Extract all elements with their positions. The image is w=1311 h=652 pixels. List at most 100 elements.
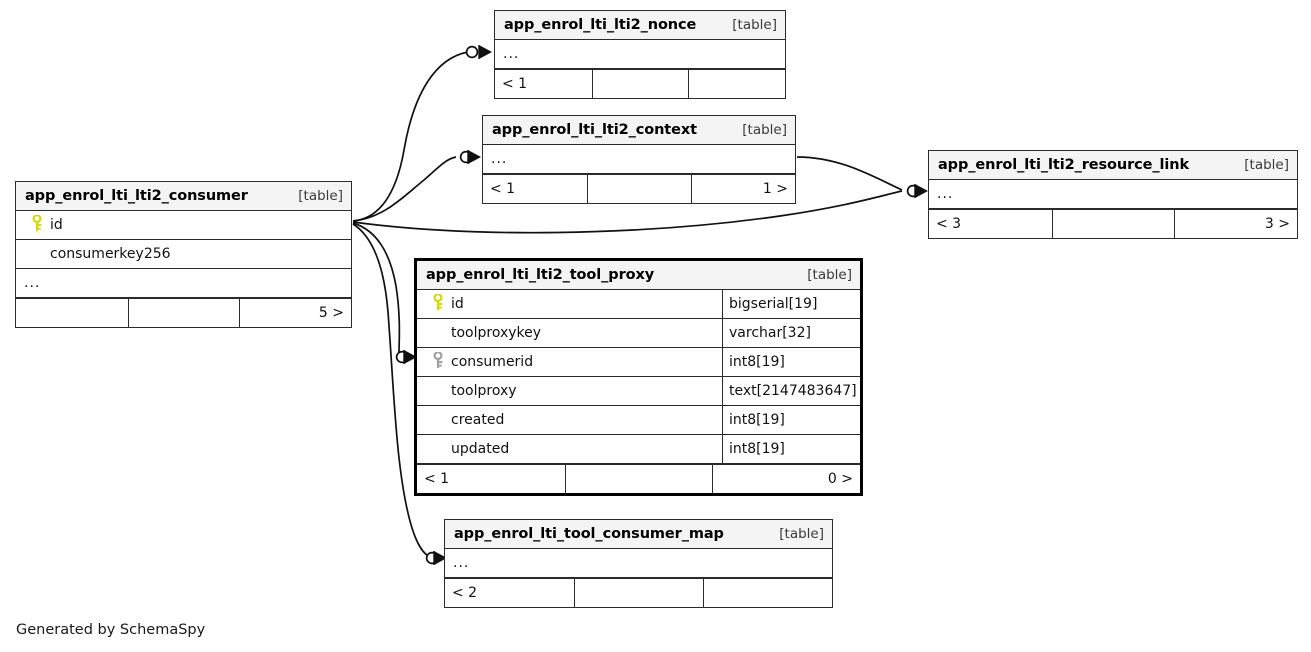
table-resource_link[interactable]: app_enrol_lti_lti2_resource_link [table].… xyxy=(928,150,1298,239)
footer-cell xyxy=(564,465,713,493)
primary-key-icon xyxy=(31,213,43,236)
footer-cell: < 1 xyxy=(502,76,528,92)
footer-cell: < 1 xyxy=(424,471,450,487)
table-row[interactable]: id xyxy=(16,211,351,240)
column-type: int8[19] xyxy=(722,348,860,376)
column-name: consumerkey256 xyxy=(16,240,351,268)
column-label: created xyxy=(451,412,505,428)
table-row[interactable]: ... xyxy=(445,549,832,578)
edge-endpoint-toolconsumermap xyxy=(425,551,439,565)
edge-context-resourcelink xyxy=(796,156,903,191)
table-type-tag: [table] xyxy=(1244,157,1289,173)
key-slot xyxy=(425,292,451,315)
footer-cell: < 1 xyxy=(490,181,516,197)
table-row[interactable]: ... xyxy=(483,145,795,174)
column-name: consumerid xyxy=(417,348,722,376)
crowfoot-resourcelink xyxy=(914,183,929,199)
table-type-tag: [table] xyxy=(807,267,852,283)
column-type: int8[19] xyxy=(722,406,860,434)
table-footer-tool_consumer_map: < 2 xyxy=(445,578,832,607)
column-type: int8[19] xyxy=(722,435,860,463)
crowfoot-context xyxy=(467,149,482,165)
column-name: ... xyxy=(495,40,785,68)
column-label: toolproxy xyxy=(451,383,517,399)
table-footer-consumer: 5 > xyxy=(16,298,351,327)
table-header-consumer[interactable]: app_enrol_lti_lti2_consumer [table] xyxy=(16,182,351,211)
table-footer-context: < 1 1 > xyxy=(483,174,795,203)
edge-endpoint-nonce xyxy=(465,45,479,59)
edge-endpoint-resourcelink xyxy=(906,184,920,198)
column-label: consumerkey256 xyxy=(50,246,171,262)
key-slot xyxy=(24,213,50,236)
table-title: app_enrol_lti_lti2_nonce xyxy=(504,17,697,33)
table-row[interactable]: ... xyxy=(495,40,785,69)
column-name: created xyxy=(417,406,722,434)
edge-consumer-nonce xyxy=(352,51,469,222)
primary-key-icon xyxy=(432,292,444,315)
foreign-key-icon xyxy=(432,350,444,373)
footer-cell xyxy=(703,579,832,607)
footer-cell xyxy=(1051,210,1175,238)
table-type-tag: [table] xyxy=(732,17,777,33)
column-type: text[2147483647] xyxy=(722,377,860,405)
footer-cell: 1 > xyxy=(691,175,795,203)
table-title: app_enrol_lti_lti2_resource_link xyxy=(938,157,1190,173)
edge-endpoint-toolproxy xyxy=(395,350,409,364)
generated-by-credit: Generated by SchemaSpy xyxy=(16,622,206,638)
table-title: app_enrol_lti_lti2_tool_proxy xyxy=(426,267,655,283)
table-row[interactable]: ... xyxy=(929,180,1297,209)
table-nonce[interactable]: app_enrol_lti_lti2_nonce [table]... < 1 xyxy=(494,10,786,99)
column-name: ... xyxy=(929,180,1297,208)
edge-endpoint-context xyxy=(459,150,473,164)
key-slot xyxy=(425,350,451,373)
table-title: app_enrol_lti_tool_consumer_map xyxy=(454,526,724,542)
footer-cell xyxy=(591,70,689,98)
column-label: updated xyxy=(451,441,510,457)
table-header-nonce[interactable]: app_enrol_lti_lti2_nonce [table] xyxy=(495,11,785,40)
footer-cell xyxy=(16,299,128,327)
table-context[interactable]: app_enrol_lti_lti2_context[table]... < 1 1… xyxy=(482,115,796,204)
table-row[interactable]: consumerkey256 xyxy=(16,240,351,269)
column-type: varchar[32] xyxy=(722,319,860,347)
table-header-context[interactable]: app_enrol_lti_lti2_context[table] xyxy=(483,116,795,145)
table-type-tag: [table] xyxy=(779,526,824,542)
footer-cell: 3 > xyxy=(1174,210,1297,238)
table-footer-nonce: < 1 xyxy=(495,69,785,98)
footer-cell xyxy=(587,175,691,203)
table-type-tag: [table] xyxy=(298,188,343,204)
table-row[interactable]: updated int8[19] xyxy=(417,435,860,464)
column-type: bigserial[19] xyxy=(722,290,860,318)
column-name: ... xyxy=(483,145,795,173)
footer-cell: < 3 xyxy=(936,216,962,232)
table-row[interactable]: toolproxy text[2147483647] xyxy=(417,377,860,406)
column-label: id xyxy=(451,296,464,312)
crowfoot-nonce xyxy=(478,44,493,60)
table-header-resource_link[interactable]: app_enrol_lti_lti2_resource_link [table] xyxy=(929,151,1297,180)
column-label: ... xyxy=(24,275,41,291)
edge-consumer-toolproxy xyxy=(352,222,401,353)
table-title: app_enrol_lti_lti2_consumer xyxy=(25,188,248,204)
column-name: ... xyxy=(445,549,832,577)
table-header-tool_proxy[interactable]: app_enrol_lti_lti2_tool_proxy [table] xyxy=(417,261,860,290)
column-name: id xyxy=(417,290,722,318)
table-consumer[interactable]: app_enrol_lti_lti2_consumer [table] id cons… xyxy=(15,181,352,328)
column-label: toolproxykey xyxy=(451,325,542,341)
table-row[interactable]: ... xyxy=(16,269,351,298)
column-name: ... xyxy=(16,269,351,297)
table-header-tool_consumer_map[interactable]: app_enrol_lti_tool_consumer_map [table] xyxy=(445,520,832,549)
footer-cell xyxy=(688,70,785,98)
table-row[interactable]: toolproxykey varchar[32] xyxy=(417,319,860,348)
table-tool_consumer_map[interactable]: app_enrol_lti_tool_consumer_map [table]..… xyxy=(444,519,833,608)
column-label: id xyxy=(50,217,63,233)
table-type-tag: [table] xyxy=(742,122,787,138)
footer-cell: < 2 xyxy=(452,585,478,601)
footer-cell: 5 > xyxy=(239,299,351,327)
column-label: ... xyxy=(491,151,508,167)
table-row[interactable]: created int8[19] xyxy=(417,406,860,435)
column-label: ... xyxy=(937,186,954,202)
table-row[interactable]: id bigserial[19] xyxy=(417,290,860,319)
table-tool_proxy[interactable]: app_enrol_lti_lti2_tool_proxy [table] id bi… xyxy=(414,258,863,496)
